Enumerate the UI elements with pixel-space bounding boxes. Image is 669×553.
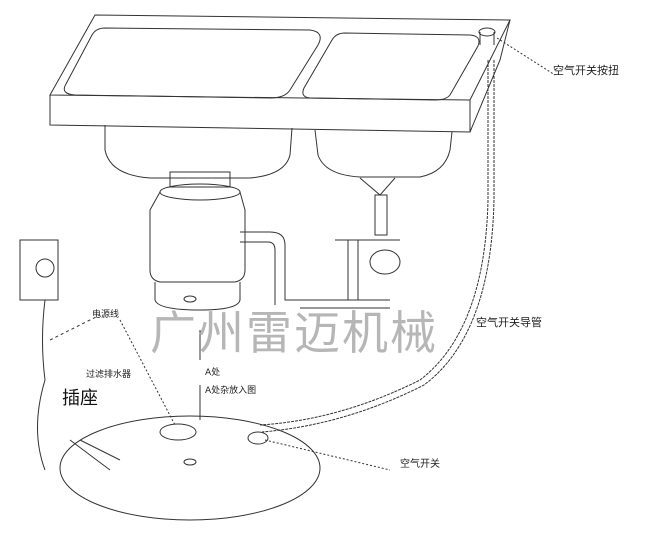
wall-socket xyxy=(19,239,101,471)
label-air-switch: 空气开关 xyxy=(400,459,440,470)
label-a-point: A处 xyxy=(205,368,221,378)
label-air-switch-tube: 空气开关导管 xyxy=(476,316,542,329)
garbage-disposer xyxy=(149,171,390,311)
air-switch-button-drawing xyxy=(259,27,556,433)
watermark: 广州雷迈机械 xyxy=(150,306,438,360)
sink-countertop xyxy=(49,14,511,133)
floor-plate xyxy=(59,319,391,521)
drain-trap xyxy=(335,177,401,300)
label-filter-drain: 过滤排水器 xyxy=(86,370,132,380)
label-socket: 插座 xyxy=(62,388,98,409)
sink-basins xyxy=(104,125,453,179)
label-a-insert: A处杂放入图 xyxy=(205,386,257,396)
label-power-cord: 电源线 xyxy=(92,310,120,320)
label-air-switch-button: 空气开关按扭 xyxy=(553,64,619,77)
